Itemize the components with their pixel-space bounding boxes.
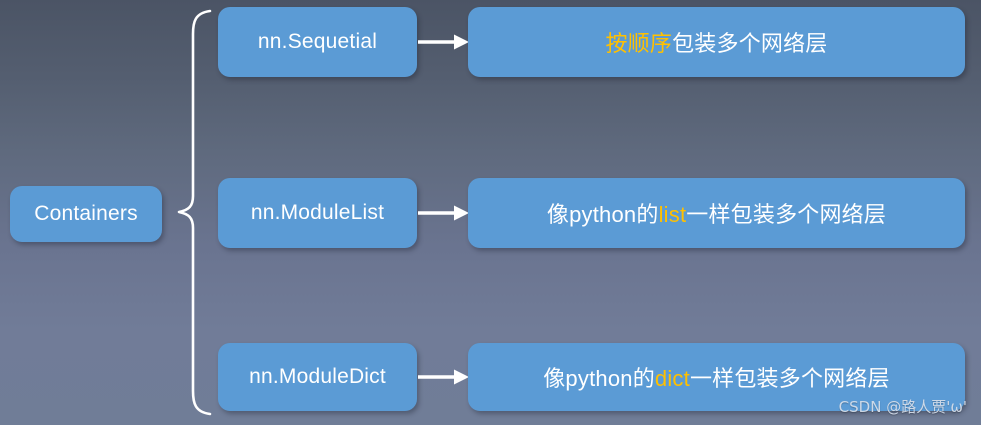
arrow-right-icon-row-1 <box>418 205 469 221</box>
node-nn-moduledict-label: nn.ModuleDict <box>249 365 386 388</box>
node-desc-modulelist-label: 像python的list一样包装多个网络层 <box>547 197 886 229</box>
node-nn-modulelist[interactable]: nn.ModuleList <box>218 178 417 248</box>
desc-suffix-1: 一样包装多个网络层 <box>686 202 887 227</box>
node-desc-sequetial-label: 按顺序包装多个网络层 <box>605 26 827 58</box>
desc-prefix-2: 像python的 <box>543 366 655 391</box>
desc-prefix-1: 像python的 <box>546 202 659 227</box>
arrow-right-icon-row-2 <box>418 369 469 385</box>
node-containers[interactable]: Containers <box>10 186 162 242</box>
arrow-right-icon-row-0 <box>418 34 469 50</box>
desc-highlight-1: list <box>658 202 687 227</box>
desc-suffix-0: 包装多个网络层 <box>672 31 828 56</box>
desc-highlight-0: 按顺序 <box>605 31 673 56</box>
node-desc-modulelist[interactable]: 像python的list一样包装多个网络层 <box>468 178 965 248</box>
node-desc-moduledict[interactable]: 像python的dict一样包装多个网络层 <box>468 343 965 411</box>
desc-highlight-2: dict <box>654 366 690 391</box>
curly-brace <box>177 9 212 416</box>
node-nn-sequetial[interactable]: nn.Sequetial <box>218 7 417 77</box>
desc-suffix-2: 一样包装多个网络层 <box>689 366 890 391</box>
node-nn-moduledict[interactable]: nn.ModuleDict <box>218 343 417 411</box>
node-desc-moduledict-label: 像python的dict一样包装多个网络层 <box>543 361 890 393</box>
node-nn-modulelist-label: nn.ModuleList <box>250 201 385 224</box>
node-desc-sequetial[interactable]: 按顺序包装多个网络层 <box>468 7 965 77</box>
node-containers-label: Containers <box>34 202 138 225</box>
node-nn-sequetial-label: nn.Sequetial <box>257 30 378 53</box>
csdn-watermark: CSDN @路人贾'ω' <box>838 398 967 416</box>
